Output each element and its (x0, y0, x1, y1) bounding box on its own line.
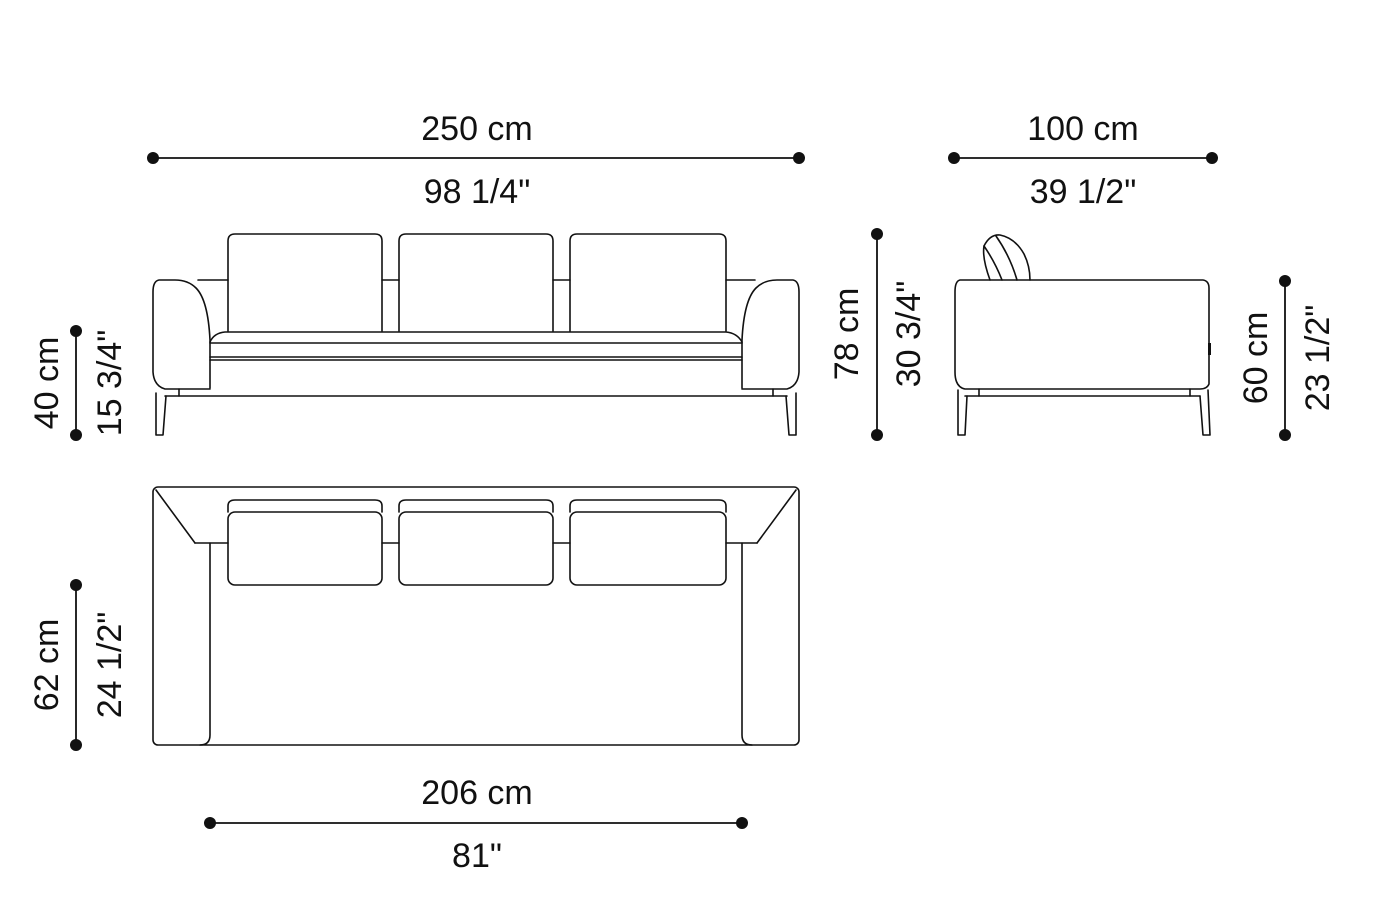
side-body (954, 279, 1210, 390)
top-view (152, 486, 800, 746)
seat-height-metric: 40 cm (28, 337, 66, 430)
top-cushion-left (227, 511, 383, 586)
dimension-endpoint (793, 152, 805, 164)
seat-depth-metric: 62 cm (28, 619, 66, 712)
dimension-endpoint (70, 739, 82, 751)
dimension-endpoint (871, 429, 883, 441)
seat-height-dimension: 40 cm 15 3/4" (28, 325, 129, 441)
seat-depth-dimension: 62 cm 24 1/2" (28, 579, 129, 751)
back-cushion-center (398, 233, 554, 332)
arm-height-metric: 60 cm (1237, 312, 1275, 405)
dimension-endpoint (70, 429, 82, 441)
seat-cushion-top (209, 331, 743, 343)
overall-width-metric: 250 cm (421, 110, 533, 148)
depth-dimension: 100 cm 39 1/2" (948, 110, 1218, 211)
dimension-endpoint (1206, 152, 1218, 164)
armrest-left (152, 279, 211, 390)
dimension-endpoint (70, 325, 82, 337)
seat-height-imperial: 15 3/4" (91, 330, 129, 437)
depth-imperial: 39 1/2" (1030, 173, 1137, 211)
dimension-endpoint (204, 817, 216, 829)
seat-depth-imperial: 24 1/2" (91, 612, 129, 719)
dimension-endpoint (147, 152, 159, 164)
overall-height-imperial: 30 3/4" (890, 281, 928, 388)
leg-right (785, 392, 797, 436)
overall-width-dimension: 250 cm 98 1/4" (147, 110, 805, 211)
dimension-endpoint (70, 579, 82, 591)
leg-left (155, 392, 167, 436)
side-leg-back (1199, 389, 1211, 436)
overall-height-metric: 78 cm (828, 288, 866, 381)
depth-metric: 100 cm (1027, 110, 1139, 148)
top-arm-left (194, 542, 211, 746)
seat-width-imperial: 81" (452, 837, 502, 875)
dimension-endpoint (871, 228, 883, 240)
overall-height-dimension: 78 cm 30 3/4" (828, 228, 928, 441)
seat-width-metric: 206 cm (421, 774, 533, 812)
back-cushion-right (569, 233, 727, 332)
top-arm-right (741, 542, 758, 746)
seat-width-dimension: 206 cm 81" (204, 774, 748, 875)
overall-width-imperial: 98 1/4" (424, 173, 531, 211)
armrest-right (741, 279, 800, 390)
arm-height-dimension: 60 cm 23 1/2" (1237, 275, 1337, 441)
back-cushion-profile (982, 234, 1031, 281)
top-outline (152, 486, 800, 746)
top-cushion-center (398, 511, 554, 586)
front-view (152, 233, 800, 436)
side-leg-front (957, 389, 968, 436)
arm-height-imperial: 23 1/2" (1299, 305, 1337, 412)
dimension-endpoint (948, 152, 960, 164)
top-cushion-right (569, 511, 727, 586)
dimension-endpoint (1279, 275, 1291, 287)
side-bump (1208, 343, 1211, 355)
dimension-endpoint (1279, 429, 1291, 441)
side-view (954, 234, 1211, 436)
back-cushion-left (227, 233, 383, 332)
dimension-endpoint (736, 817, 748, 829)
